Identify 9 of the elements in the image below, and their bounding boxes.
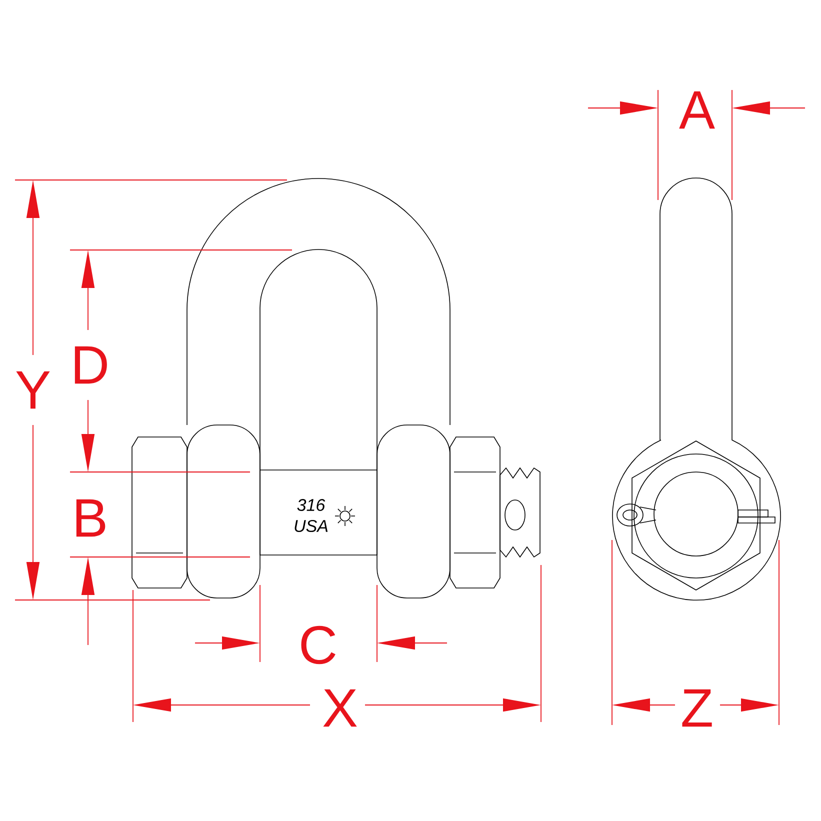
- dimension-label: Z: [682, 689, 712, 727]
- dimension-label: A: [679, 91, 715, 129]
- stamp-text: USA: [294, 520, 328, 532]
- stamp-text: 316: [297, 498, 326, 512]
- dimension-label: C: [301, 626, 336, 664]
- dimension-label: Y: [16, 371, 50, 409]
- dimension-label: B: [76, 499, 106, 537]
- dimension-label: D: [74, 346, 107, 384]
- dimension-label: X: [323, 689, 357, 727]
